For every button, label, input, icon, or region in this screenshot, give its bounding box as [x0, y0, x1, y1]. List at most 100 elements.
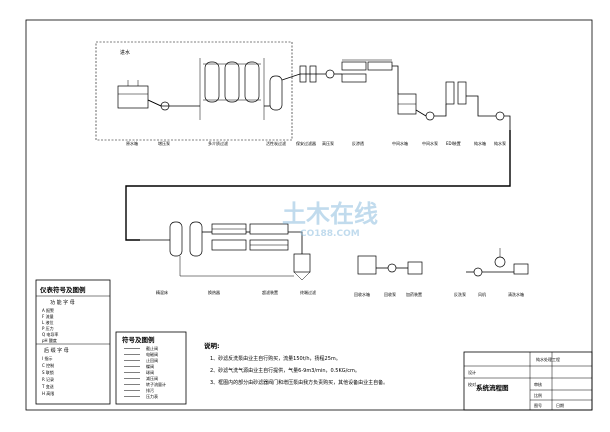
pipe-row1-g: [434, 104, 447, 117]
title-block-cell: 日期: [556, 402, 564, 408]
title-block-cell: 比例: [534, 392, 542, 398]
row1-label: 活性炭过滤: [266, 140, 286, 146]
blower: [494, 248, 506, 268]
suffix-letter-row: T 变送: [41, 383, 54, 389]
function-letter-row: P 压力: [42, 325, 54, 331]
row3-label: 回收泵: [384, 291, 396, 297]
row1-label: EDI装置: [446, 140, 461, 146]
title-block-cell: 设计: [468, 369, 476, 375]
row1-label: 中间水箱: [392, 140, 408, 146]
suffix-letter-row: C 控制: [42, 362, 54, 368]
suffix-letter-row: S 联锁: [42, 369, 54, 375]
backwash-pump: [473, 267, 483, 277]
row3-labels: 回收水箱回收泵加药装置反洗泵风机清洗水箱: [354, 291, 524, 297]
row1-label: 纯水箱: [474, 140, 486, 146]
note-item-2: 2、砂滤气洗气源由业主自行提供，气量6-9m3/min，0.5KG/cm。: [210, 367, 360, 374]
symbol-legend-row: 转子流量计: [146, 381, 166, 387]
title-block-cell: 校对: [468, 381, 476, 387]
symbol-legend-row: 排污: [146, 387, 154, 393]
pure-water-pump: [495, 111, 505, 121]
symbol-legend-row: 压力表: [146, 393, 158, 399]
ro-membranes: [341, 59, 393, 83]
symbol-legend-row: 截止阀: [146, 345, 158, 351]
function-letter-row: L 液位: [42, 319, 54, 325]
scope-box-title: 进水: [120, 49, 130, 56]
intermediate-tank: [397, 93, 417, 115]
carbon-filter: [269, 75, 283, 111]
pipe-row1-h: [466, 95, 496, 117]
row1-label: 保安过滤器: [296, 140, 316, 146]
title-block-drawing-name: 系统流程图: [476, 383, 509, 392]
row1-label: 纯水泵: [494, 140, 506, 146]
symbol-legend-row: 减压阀: [146, 375, 158, 381]
suffix-letter-rows: I 指示C 控制S 联锁R 记录T 变送H 高限: [41, 355, 54, 396]
watermark-en: CO188.COM: [300, 229, 360, 239]
suffix-letter-row: H 高限: [42, 390, 54, 396]
row1-labels: 原水箱 增压泵 多介质过滤 活性炭过滤 保安过滤器高压泵 反渗透 中间水箱 中间水泵 EDI装置…: [126, 140, 506, 146]
row2-labels: 精混床 换热器 超滤装置 终端过滤: [156, 289, 316, 295]
row1-label: 原水箱: [126, 140, 138, 146]
function-letter-row: pH 酸度: [42, 337, 57, 343]
heat-exchanger: [211, 223, 247, 251]
row1-label: 多介质过滤: [208, 140, 228, 146]
note-item-3: 3、框图内的部分由砂滤器阀门和增压泵由我方负责购买，其他设备由业主自备。: [210, 379, 388, 386]
note-item-1: 1、砂滤反洗泵由业主自行购买，流量150t/h，扬程25m。: [210, 355, 341, 362]
multimedia-filters: [199, 58, 265, 120]
symbol-legend-row: 球阀: [146, 369, 154, 375]
instrument-legend-title: 仪表符号及图例: [39, 285, 86, 294]
function-letter-row: F 流量: [42, 313, 54, 319]
row2-label: 换热器: [208, 289, 220, 295]
high-pressure-pump: [325, 69, 335, 79]
mixed-bed: [169, 221, 203, 257]
suffix-letters-title: 后 缀 字 母: [44, 347, 69, 354]
edi-unit: [445, 81, 467, 105]
notes-heading: 说明:: [204, 341, 220, 350]
row3-label: 清洗水箱: [508, 291, 524, 297]
pipe-row1-e: [392, 65, 399, 94]
row1-label: 增压泵: [158, 140, 170, 146]
row1-label: 中间水泵: [422, 140, 438, 146]
drawing-border: [25, 19, 593, 411]
raw-water-tank: [117, 80, 149, 109]
pipe-row1-a: [147, 99, 200, 107]
function-letter-row: A 报警: [42, 307, 54, 313]
intermediate-pump: [425, 111, 435, 121]
recovery-tank: [357, 255, 377, 275]
row1-label: 高压泵: [322, 140, 334, 146]
row3-label: 加药装置: [406, 291, 422, 297]
suffix-letter-row: I 指示: [42, 355, 52, 361]
symbol-legend-title: 符号及图例: [122, 335, 155, 344]
pipe-row1-c: [281, 73, 326, 81]
symbol-legend-row: 止回阀: [146, 357, 158, 363]
pipe-row2-e: [179, 256, 294, 277]
dosing-unit: [407, 261, 423, 275]
scope-dashed-box: [95, 41, 293, 141]
symbol-legend-row: 电磁阀: [146, 351, 158, 357]
symbol-legend-row: 蝶阀: [146, 363, 154, 369]
pipe-row1-i: [504, 115, 511, 130]
pipe-row2-d: [288, 231, 303, 254]
symbol-legend-box: [115, 331, 187, 405]
pipe-row1-f: [415, 109, 427, 117]
row1-label: 反渗透: [352, 140, 364, 146]
title-block-project: 纯水处理工程: [536, 356, 560, 362]
row3-label: 反洗泵: [454, 291, 466, 297]
row3-label: 回收水箱: [354, 291, 370, 297]
function-letter-row: Q 电导率: [42, 331, 58, 337]
uf-unit: [249, 223, 289, 251]
cleaning-tank: [513, 263, 529, 275]
pipe-return-loop: [125, 130, 511, 241]
watermark-cn: 土木在线: [282, 200, 378, 228]
row2-label: 超滤装置: [262, 289, 278, 295]
terminal-filter: [293, 253, 311, 281]
row2-label: 终端过滤: [300, 289, 316, 295]
suffix-letter-row: R 记录: [42, 376, 54, 382]
recovery-pump: [387, 263, 397, 273]
title-block-cell: 审核: [534, 381, 542, 387]
title-block-cell: 图号: [534, 402, 542, 408]
row2-label: 精混床: [156, 289, 168, 295]
